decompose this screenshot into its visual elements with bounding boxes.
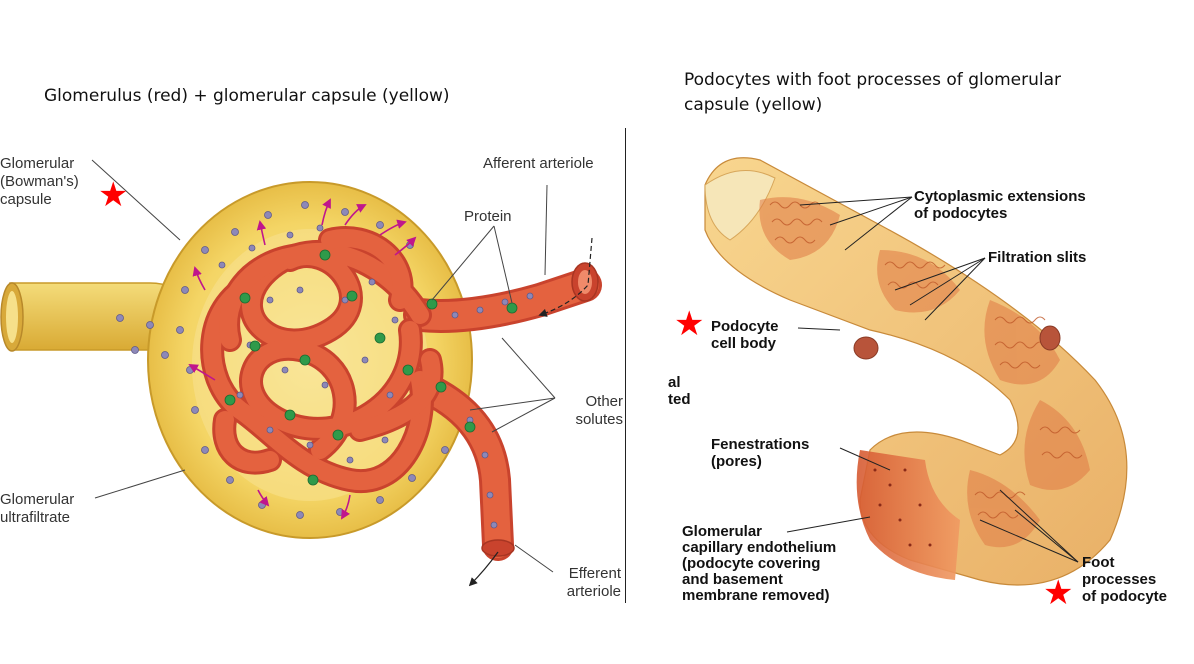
star-marker-capsule: ★	[98, 175, 129, 215]
star-marker-cell-body: ★	[674, 304, 705, 344]
afferent-flow-arrow	[538, 237, 593, 317]
afferent-arteriole-label: Afferent arteriole	[483, 155, 594, 172]
panel-divider	[625, 128, 626, 603]
glomerulus-illustration	[0, 159, 602, 587]
filtration-slits-label: Filtration slits	[988, 249, 1087, 266]
filtration-arrows	[188, 198, 417, 520]
left-leader-lines	[91, 159, 556, 573]
fenestrations-label: Fenestrations(pores)	[711, 436, 810, 470]
protein-label: Protein	[464, 208, 512, 225]
star-marker-foot-processes: ★	[1043, 573, 1074, 613]
right-leader-lines	[786, 196, 1079, 563]
solute-particles	[116, 201, 534, 529]
left-diagram-title: Glomerulus (red) + glomerular capsule (y…	[44, 86, 450, 106]
glomerular-capillaries	[200, 226, 602, 561]
podocyte-capillary	[704, 157, 1128, 586]
protein-particles	[224, 249, 518, 486]
glomerular-capsule-label: Glomerular(Bowman's)capsule	[0, 155, 79, 208]
right-diagram-title: Podocytes with foot processes of glomeru…	[684, 70, 1062, 115]
proximal-tubule	[0, 282, 186, 352]
efferent-flow-arrow	[468, 551, 499, 587]
